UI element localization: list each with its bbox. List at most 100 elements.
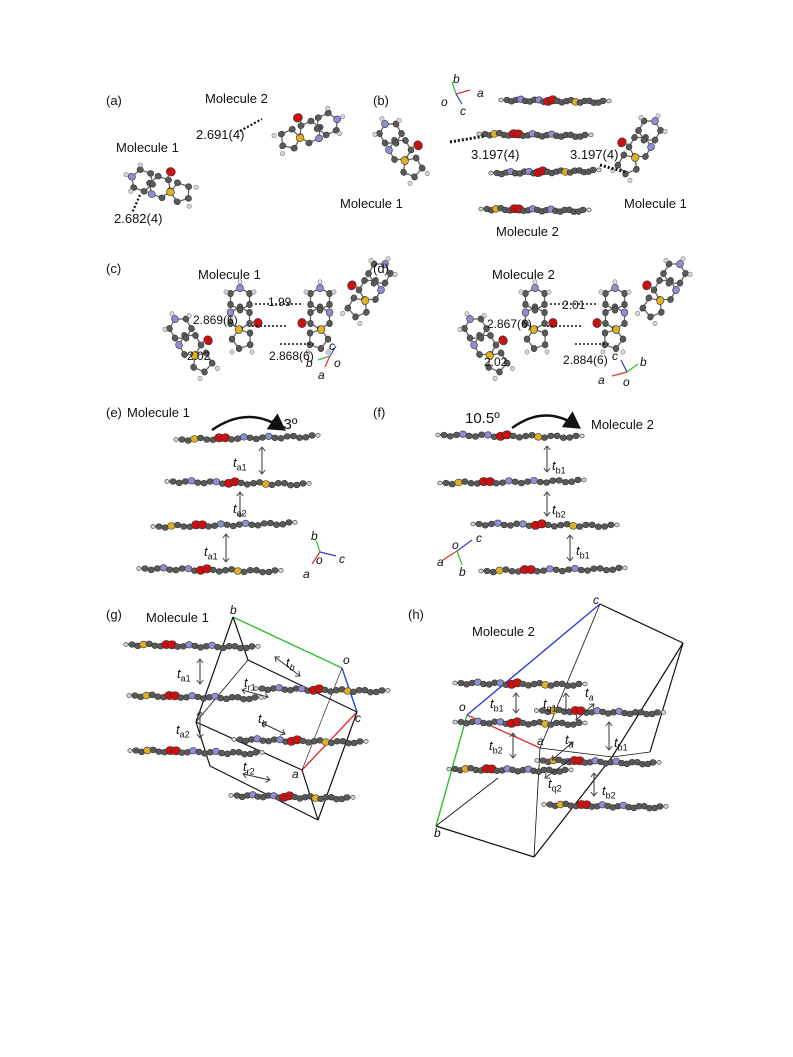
hydrogen-atom [228, 793, 234, 798]
stack-atom [465, 432, 473, 440]
panel-d-title: Molecule 2 [492, 267, 555, 282]
ring-atom [676, 279, 684, 287]
stack-atom [557, 521, 565, 529]
hydrogen-atom [581, 477, 587, 483]
ring-atom [611, 283, 619, 292]
stack-atom [241, 519, 250, 527]
stack-atom [209, 566, 217, 574]
ring-atom [185, 183, 193, 190]
stack-atom [500, 521, 508, 529]
stack-atom [283, 433, 291, 440]
cell-edge [649, 642, 684, 753]
ring-atom [201, 368, 208, 376]
panel-c-axis-o: o [334, 356, 341, 370]
panel-h-tb1: tb1 [490, 696, 504, 714]
hydrogen-atom [363, 739, 369, 744]
ring-atom [531, 306, 539, 314]
stack-atom [190, 435, 199, 443]
ring-bond [599, 320, 606, 324]
ring-atom [602, 309, 609, 317]
hydrogen-atom [598, 289, 604, 295]
hydrogen-atom [255, 644, 261, 649]
cell-edge [195, 616, 234, 723]
stack-atom [453, 431, 461, 439]
panel-f-axis-c: c [476, 531, 482, 545]
cell-edge [195, 721, 211, 767]
stack-atom [515, 434, 523, 441]
hydrogen-atom [435, 432, 441, 438]
hydrogen-atom [446, 766, 452, 772]
ring-atom [350, 294, 358, 302]
stack-atom [264, 686, 272, 694]
stack-atom [212, 478, 221, 486]
stack-atom [502, 566, 510, 573]
stack-atom [552, 566, 560, 573]
stack-atom [271, 434, 279, 441]
stack-atom [571, 564, 579, 573]
molecule-schematic [518, 279, 558, 355]
stack-atom [513, 520, 521, 527]
panel-a-distance-1: 2.691(4) [196, 127, 245, 142]
ring-atom [497, 349, 505, 357]
ring-atom [316, 306, 324, 314]
panel-f-t3: tb1 [576, 543, 590, 561]
stack-atom [293, 481, 301, 489]
stack-atom [251, 694, 259, 701]
stack-atom [197, 644, 205, 651]
panel-b-molecule1-left: Molecule 1 [340, 196, 403, 211]
stack-atom [147, 566, 155, 574]
ring-atom [667, 296, 674, 303]
panel-e-axis-o: o [316, 553, 323, 567]
panel-d-value-3: 2.02 [484, 355, 508, 369]
stack-distance-arrow [243, 774, 270, 780]
stack-atom [265, 568, 273, 576]
hydrogen-atom [197, 375, 203, 381]
ring-atom [650, 286, 658, 294]
stack-atom [509, 432, 517, 440]
hydrogen-atom [350, 795, 356, 800]
panel-b-distance-1: 3.197(4) [471, 147, 520, 162]
ring-atom [621, 289, 628, 297]
hydrogen-atom [524, 349, 530, 355]
stack-atom [517, 479, 525, 487]
stack-atom [547, 432, 555, 440]
hydrogen-atom [385, 688, 391, 693]
stack-atom [229, 522, 237, 530]
ring-atom [672, 286, 680, 294]
panel-d-letter: (d) [373, 261, 389, 276]
stack-atom [584, 567, 592, 574]
ring-atom [188, 325, 195, 332]
stack-atom [602, 566, 610, 574]
axis-c-line [455, 93, 463, 105]
ring-atom [385, 146, 393, 154]
panel-h-ta1: ta [585, 685, 594, 703]
stack-atom [566, 434, 574, 441]
panel-h-title: Molecule 2 [472, 624, 535, 639]
stack-atom [308, 432, 316, 439]
panel-a-distance-2: 2.682(4) [114, 211, 163, 226]
ring-atom [492, 341, 500, 349]
oxygen-atom [592, 318, 602, 328]
stack-atom [575, 719, 583, 727]
ring-atom [246, 289, 253, 297]
ring-atom [541, 309, 548, 317]
stack-atom [159, 564, 168, 572]
stack-atom [558, 567, 566, 575]
stack-atom [550, 523, 558, 530]
hydrogen-atom [614, 522, 620, 528]
stack-atom [166, 566, 174, 573]
panel-g-ta1: ta1 [177, 666, 191, 684]
ring-atom [317, 345, 325, 353]
ring-atom [278, 130, 285, 138]
stack-atom [553, 432, 561, 440]
stack-atom [302, 434, 310, 441]
stack-atom [508, 568, 516, 575]
hbond-dotted [130, 194, 142, 214]
stack-atom [228, 436, 236, 443]
panel-d-value-2: 2.867(6) [487, 317, 532, 331]
panel-f-letter: (f) [373, 405, 386, 420]
stack-atom [172, 566, 180, 574]
ring-atom [640, 136, 648, 144]
panel-e-t2: ta2 [233, 501, 247, 519]
panel-b-axis-b: b [453, 72, 460, 86]
